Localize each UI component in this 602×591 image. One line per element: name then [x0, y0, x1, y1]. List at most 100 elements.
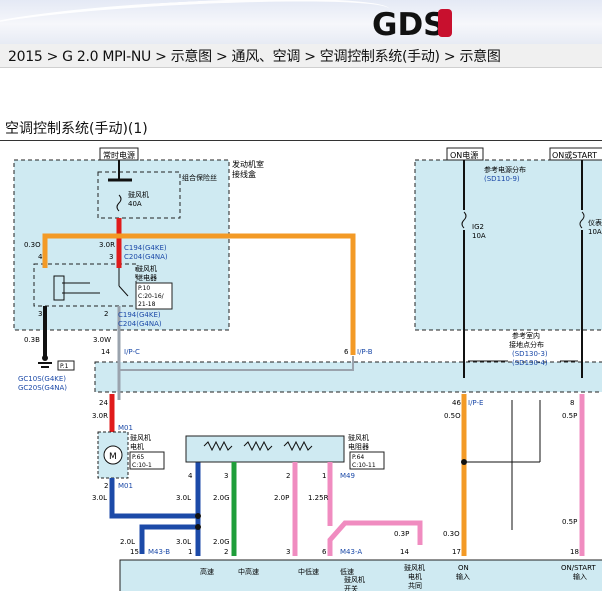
switch-label-fan-sw-1: 鼓风机 [344, 575, 365, 584]
wire-id-m49: M49 [340, 472, 355, 480]
wire-05p-label: 0.5P [562, 412, 577, 420]
resistor-pin-2: 2 [286, 472, 290, 480]
wire-id-ipe: I/P-E [468, 399, 483, 407]
wire-05o-label: 0.5O [444, 412, 461, 420]
pin-3: 3 [38, 310, 42, 318]
wire-03o2-label: 0.3O [443, 530, 460, 538]
pin-m1-2: 2 [104, 482, 108, 490]
wire-125r-label: 1.25R [308, 494, 329, 502]
switch-label-on-input-1: ON [458, 564, 469, 572]
switch-pin-15: 15 [130, 548, 139, 556]
wire-20g2-label: 2.0G [213, 538, 230, 546]
pin-2: 2 [104, 310, 108, 318]
blower-motor-name-2: 电机 [130, 442, 144, 451]
sd-ref2-code1: (SD130-3) [512, 350, 548, 358]
blower-motor-ref: P.65 [132, 454, 144, 461]
sd-ref1-code: (SD110-9) [484, 175, 520, 183]
connector-top-g4ke: C194(G4KE) [124, 244, 167, 252]
wire-30l-label: 3.0L [92, 494, 107, 502]
blower-resistor-name-2: 电阻器 [348, 442, 369, 451]
switch-label-high: 高速 [200, 567, 214, 576]
wire-id-m01: M01 [118, 424, 133, 432]
blower-motor-name-1: 鼓风机 [130, 433, 151, 442]
blower-fuse-name: 鼓风机 [128, 190, 149, 199]
wire-05p2-label: 0.5P [562, 518, 577, 526]
wire-id-m01b: M01 [118, 482, 133, 490]
fuse-ig2-name: IG2 [472, 223, 484, 231]
wiring-diagram: 常时电源 ON电源 ON或START 发动机室 接线盒 组合保险丝 鼓风机 40… [13, 147, 602, 591]
pin-6: 6 [344, 348, 349, 356]
gds-logo: GDS [372, 7, 452, 39]
sd-ref2-title2: 接地点分布 [509, 340, 544, 349]
fuse-right-rating: 10A [588, 228, 602, 236]
resistor-pin-4: 4 [188, 472, 193, 480]
label-on-start-power: ON或START [552, 150, 597, 160]
breadcrumb-text[interactable]: 2015 > G 2.0 MPI-NU > 示意图 > 通风、空调 > 空调控制… [8, 49, 501, 65]
wire-03b-label: 0.3B [24, 336, 40, 344]
resistor-pin-1: 1 [322, 472, 326, 480]
blower-fuse-rating: 40A [128, 200, 142, 208]
label-constant-power: 常时电源 [103, 150, 135, 160]
switch-label-motor-common-3: 共同 [408, 581, 422, 590]
relay-conn-2: 21-18 [138, 301, 156, 308]
wire-30w-label: 3.0W [93, 336, 111, 344]
wire-20l-label: 2.0L [120, 538, 135, 546]
sd-ref1-title: 参考电源分布 [484, 165, 526, 174]
fuse-right-name: 仪表 [588, 218, 602, 227]
pin-46: 46 [452, 399, 461, 407]
wire-30r2-label: 3.0R [92, 412, 108, 420]
ground-ref: P.1 [60, 363, 69, 370]
wire-id-ipc: I/P-C [124, 348, 140, 356]
pin-14: 14 [101, 348, 110, 356]
relay-conn-1: C:20-16/ [138, 293, 165, 300]
switch-label-motor-common-2: 电机 [408, 572, 422, 581]
switch-label-on-start-1: ON/START [561, 564, 596, 572]
wire-30l2-label: 3.0L [176, 494, 191, 502]
switch-label-on-start-2: 输入 [573, 572, 587, 581]
relay-name-2: 继电器 [136, 273, 157, 282]
fuse-block-label: 组合保险丝 [182, 173, 217, 182]
page-title: 空调控制系统(手动)(1) [5, 121, 148, 137]
wire-20g-label: 2.0G [213, 494, 230, 502]
pin-3-top: 3 [109, 253, 113, 261]
relay-name-1: 鼓风机 [136, 264, 157, 273]
blower-motor-conn: C:10-1 [132, 462, 152, 469]
app-header: GDS [0, 0, 602, 44]
switch-pin-17: 17 [452, 548, 461, 556]
ground-g4na: GC20S(G4NA) [18, 384, 67, 392]
switch-label-on-input-2: 输入 [456, 572, 470, 581]
resistor-pin-3: 3 [224, 472, 228, 480]
switch-pin-6: 6 [322, 548, 327, 556]
switch-pin-2: 2 [224, 548, 228, 556]
connector-top-g4na: C204(G4NA) [124, 253, 168, 261]
blower-resistor-ref: P.64 [352, 454, 364, 461]
switch-pin-1: 1 [188, 548, 192, 556]
switch-label-fan-sw-2: 开关 [344, 584, 358, 591]
wire-03o-label: 0.3O [24, 241, 41, 249]
wire-id-m43b: M43-B [148, 548, 170, 556]
switch-label-low: 低速 [340, 567, 354, 576]
blower-resistor-conn: C:10-11 [352, 462, 376, 469]
switch-pin-14: 14 [400, 548, 409, 556]
pin-4: 4 [38, 253, 43, 261]
switch-label-mid-low: 中低速 [298, 567, 319, 576]
title-divider [0, 140, 602, 141]
engine-box-label-2: 接线盒 [232, 169, 256, 179]
ip-junction-band [94, 361, 602, 393]
fuse-ig2-rating: 10A [472, 232, 486, 240]
connector-bot-g4na: C204(G4NA) [118, 320, 162, 328]
wire-30l3-label: 3.0L [176, 538, 191, 546]
blower-resistor-box [185, 435, 345, 463]
blower-relay-box [33, 263, 137, 307]
svg-text:GDS: GDS [372, 7, 446, 39]
label-on-power: ON电源 [450, 150, 478, 160]
blower-resistor-name-1: 鼓风机 [348, 433, 369, 442]
power-distribution-box [414, 159, 602, 331]
switch-pin-3: 3 [286, 548, 290, 556]
sd-ref2-title1: 参考室内 [512, 331, 540, 340]
sd-ref2-code2: (SD130-4) [512, 359, 548, 367]
switch-pin-18: 18 [570, 548, 579, 556]
pin-24: 24 [99, 399, 108, 407]
switch-label-motor-common-1: 鼓风机 [404, 563, 425, 572]
blower-motor-symbol: M [109, 452, 117, 462]
